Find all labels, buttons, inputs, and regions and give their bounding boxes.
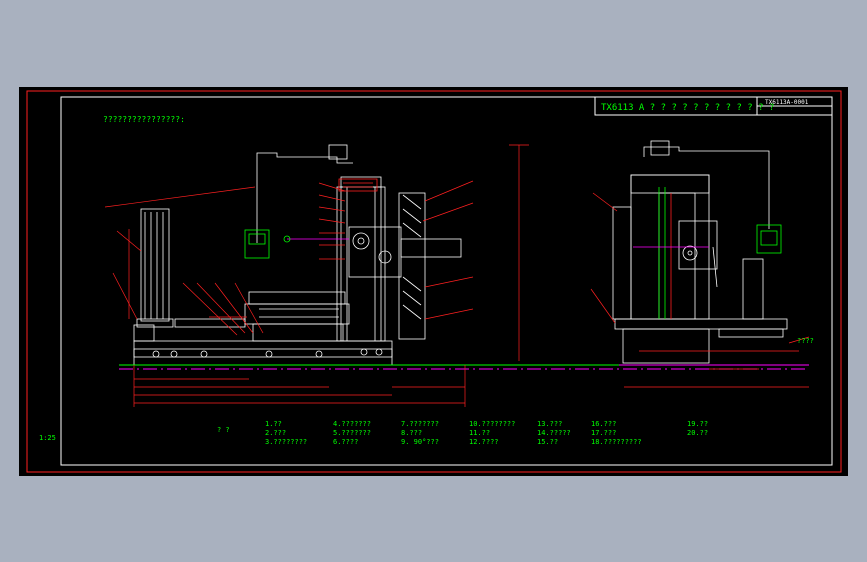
front-view-accents xyxy=(283,178,378,243)
scale-label: 1:25 xyxy=(39,434,56,442)
front-view xyxy=(133,144,462,366)
parts-list-item: 1.?? xyxy=(265,420,282,428)
parts-list-item: 2.??? xyxy=(265,429,286,437)
parts-list-item: 12.???? xyxy=(469,438,499,446)
parts-list-item: 4.??????? xyxy=(333,420,371,428)
parts-list: ? ? 1.??2.???3.???????? 4.???????5.??????… xyxy=(217,420,708,446)
dimension-lines xyxy=(104,144,810,407)
parts-list-item: 19.?? xyxy=(687,420,708,428)
parts-list-item: 10.???????? xyxy=(469,420,515,428)
drawing-code: TX6113A-0001 xyxy=(765,99,809,106)
parts-list-item: 13.??? xyxy=(537,420,562,428)
parts-list-item: 5.??????? xyxy=(333,429,371,437)
parts-list-item: 14.????? xyxy=(537,429,571,437)
machine-title: TX6113 A ? ? ? ? ? ? ? ? ? ? ? ? xyxy=(601,103,774,113)
parts-list-item: 16.??? xyxy=(591,420,616,428)
parts-list-item: 11.?? xyxy=(469,429,490,437)
parts-list-item: 15.?? xyxy=(537,438,558,446)
header-note: ????????????????: xyxy=(103,115,185,124)
parts-list-item: 17.??? xyxy=(591,429,616,437)
ground-lines xyxy=(119,364,809,370)
parts-list-item: 20.?? xyxy=(687,429,708,437)
parts-list-item: 8.??? xyxy=(401,429,422,437)
side-view-accents xyxy=(633,187,709,319)
parts-list-item: 18.????????? xyxy=(591,438,642,446)
side-view xyxy=(612,140,788,364)
cad-drawing: TX6113 A ? ? ? ? ? ? ? ? ? ? ? ? TX6113A… xyxy=(26,90,842,473)
parts-list-item: 7.??????? xyxy=(401,420,439,428)
side-note: ???? xyxy=(797,337,814,345)
parts-header: ? ? xyxy=(217,426,230,434)
cad-viewport[interactable]: TX6113 A ? ? ? ? ? ? ? ? ? ? ? ? TX6113A… xyxy=(19,87,848,476)
parts-list-item: 6.???? xyxy=(333,438,358,446)
title-block: TX6113 A ? ? ? ? ? ? ? ? ? ? ? ? TX6113A… xyxy=(594,96,833,116)
parts-list-item: 9. 90°??? xyxy=(401,438,439,446)
outer-frame xyxy=(26,90,842,473)
parts-list-item: 3.???????? xyxy=(265,438,307,446)
inner-frame xyxy=(60,96,833,466)
